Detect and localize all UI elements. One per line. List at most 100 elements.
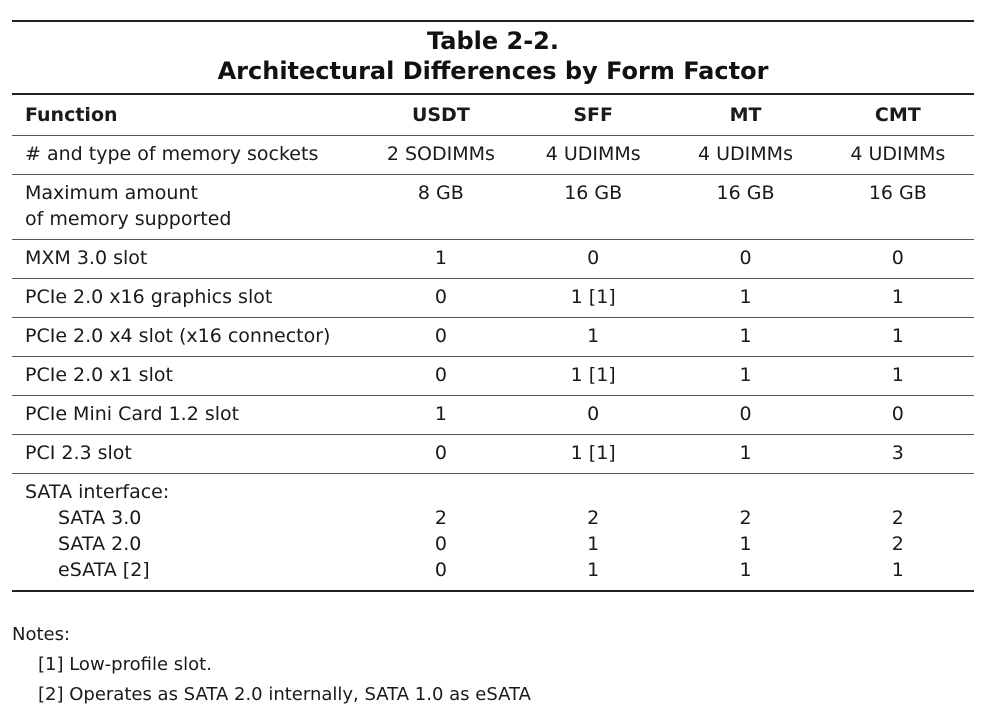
value-cell-cmt: 4 UDIMMs xyxy=(822,136,974,175)
cell-value: 2 xyxy=(891,533,904,555)
function-label: SATA 3.0 xyxy=(58,507,142,529)
note-item-2: [2] Operates as SATA 2.0 internally, SAT… xyxy=(38,684,531,705)
value-cell-cmt: 1 xyxy=(822,279,974,318)
cell-value: 0 xyxy=(891,247,904,269)
cell-value: 1 xyxy=(434,403,447,425)
value-cell-mt: 2 1 1 xyxy=(669,474,821,592)
cell-value: 1 xyxy=(891,325,904,347)
cell-value: 0 xyxy=(587,403,600,425)
cell-value xyxy=(669,479,821,505)
cell-value: 16 GB xyxy=(868,182,927,204)
cell-value: 1 xyxy=(434,247,447,269)
cell-value: 0 xyxy=(739,247,752,269)
cell-value: 1 [1] xyxy=(570,364,616,386)
value-cell-usdt: 0 xyxy=(365,318,517,357)
table-header-row: Function USDT SFF MT CMT xyxy=(12,94,974,136)
table-title-number: Table 2-2. xyxy=(427,27,559,55)
cell-value: 2 xyxy=(739,507,752,529)
function-label: PCIe 2.0 x4 slot (x16 connector) xyxy=(25,325,331,347)
cell-value: 2 xyxy=(891,507,904,529)
value-cell-mt: 4 UDIMMs xyxy=(669,136,821,175)
cell-value: 8 GB xyxy=(417,182,464,204)
value-cell-sff: 4 UDIMMs xyxy=(517,136,669,175)
value-cell-usdt: 0 xyxy=(365,279,517,318)
value-cell-sff: 1 [1] xyxy=(517,279,669,318)
function-label: eSATA [2] xyxy=(58,559,150,581)
cell-value: 16 GB xyxy=(564,182,623,204)
value-cell-cmt: 16 GB xyxy=(822,175,974,240)
cell-value: 4 UDIMMs xyxy=(850,143,946,165)
cell-value: 0 xyxy=(434,286,447,308)
value-cell-cmt: 3 xyxy=(822,435,974,474)
cell-value: 0 xyxy=(434,325,447,347)
cell-value: 1 [1] xyxy=(570,442,616,464)
function-label: MXM 3.0 slot xyxy=(25,247,148,269)
cell-value: 1 xyxy=(587,533,600,555)
function-cell: PCIe 2.0 x16 graphics slot xyxy=(12,279,365,318)
value-cell-sff: 16 GB xyxy=(517,175,669,240)
function-label: PCI 2.3 slot xyxy=(25,442,132,464)
function-label: of memory supported xyxy=(25,208,232,230)
cell-value: 4 UDIMMs xyxy=(698,143,793,165)
value-cell-sff: 1 xyxy=(517,318,669,357)
value-cell-cmt: 0 xyxy=(822,240,974,279)
value-cell-mt: 1 xyxy=(669,357,821,396)
column-header-usdt: USDT xyxy=(411,104,470,126)
cell-value xyxy=(517,479,669,505)
cell-value: 0 xyxy=(739,403,752,425)
cell-value: 1 xyxy=(587,325,600,347)
table-row: PCIe Mini Card 1.2 slot 1 0 0 0 xyxy=(12,396,974,435)
function-label: PCIe Mini Card 1.2 slot xyxy=(25,403,240,425)
cell-value: 1 [1] xyxy=(570,286,616,308)
cell-value: 0 xyxy=(434,442,447,464)
function-label: SATA 2.0 xyxy=(58,533,142,555)
function-cell: PCI 2.3 slot xyxy=(12,435,365,474)
column-header-mt: MT xyxy=(729,104,762,126)
value-cell-usdt: 2 SODIMMs xyxy=(365,136,517,175)
cell-value: 2 SODIMMs xyxy=(386,143,495,165)
value-cell-cmt: 0 xyxy=(822,396,974,435)
function-cell: # and type of memory sockets xyxy=(12,136,365,175)
cell-value: 4 UDIMMs xyxy=(545,143,641,165)
function-label: PCIe 2.0 x16 graphics slot xyxy=(25,286,273,308)
function-cell: MXM 3.0 slot xyxy=(12,240,365,279)
cell-value: 0 xyxy=(434,533,447,555)
note-item-1: [1] Low-profile slot. xyxy=(38,654,212,675)
table-row: # and type of memory sockets 2 SODIMMs 4 U… xyxy=(12,136,974,175)
cell-value: 1 xyxy=(739,533,752,555)
value-cell-mt: 0 xyxy=(669,240,821,279)
function-cell: PCIe Mini Card 1.2 slot xyxy=(12,396,365,435)
function-cell: PCIe 2.0 x4 slot (x16 connector) xyxy=(12,318,365,357)
function-label: SATA interface: xyxy=(25,481,170,503)
value-cell-mt: 1 xyxy=(669,435,821,474)
cell-value: 1 xyxy=(739,364,752,386)
value-cell-sff: 1 [1] xyxy=(517,435,669,474)
form-factor-table: Function USDT SFF MT CMT # and type of m… xyxy=(12,93,974,592)
value-cell-cmt: 1 xyxy=(822,357,974,396)
table-row: MXM 3.0 slot 1 0 0 0 xyxy=(12,240,974,279)
notes-section: Notes: [1] Low-profile slot. [2] Operate… xyxy=(12,620,531,710)
column-header-function: Function xyxy=(25,104,118,126)
table-body: # and type of memory sockets 2 SODIMMs 4 U… xyxy=(12,136,974,592)
cell-value: 2 xyxy=(434,507,447,529)
function-label: PCIe 2.0 x1 slot xyxy=(25,364,173,386)
value-cell-usdt: 8 GB xyxy=(365,175,517,240)
cell-value: 1 xyxy=(891,364,904,386)
cell-value xyxy=(822,479,974,505)
cell-value: 1 xyxy=(739,559,752,581)
table-title-caption: Architectural Differences by Form Factor xyxy=(217,57,769,85)
cell-value: 0 xyxy=(891,403,904,425)
value-cell-usdt: 0 xyxy=(365,357,517,396)
value-cell-sff: 0 xyxy=(517,240,669,279)
value-cell-mt: 1 xyxy=(669,279,821,318)
column-header-sff: SFF xyxy=(573,104,614,126)
cell-value: 1 xyxy=(891,559,904,581)
value-cell-usdt: 1 xyxy=(365,396,517,435)
